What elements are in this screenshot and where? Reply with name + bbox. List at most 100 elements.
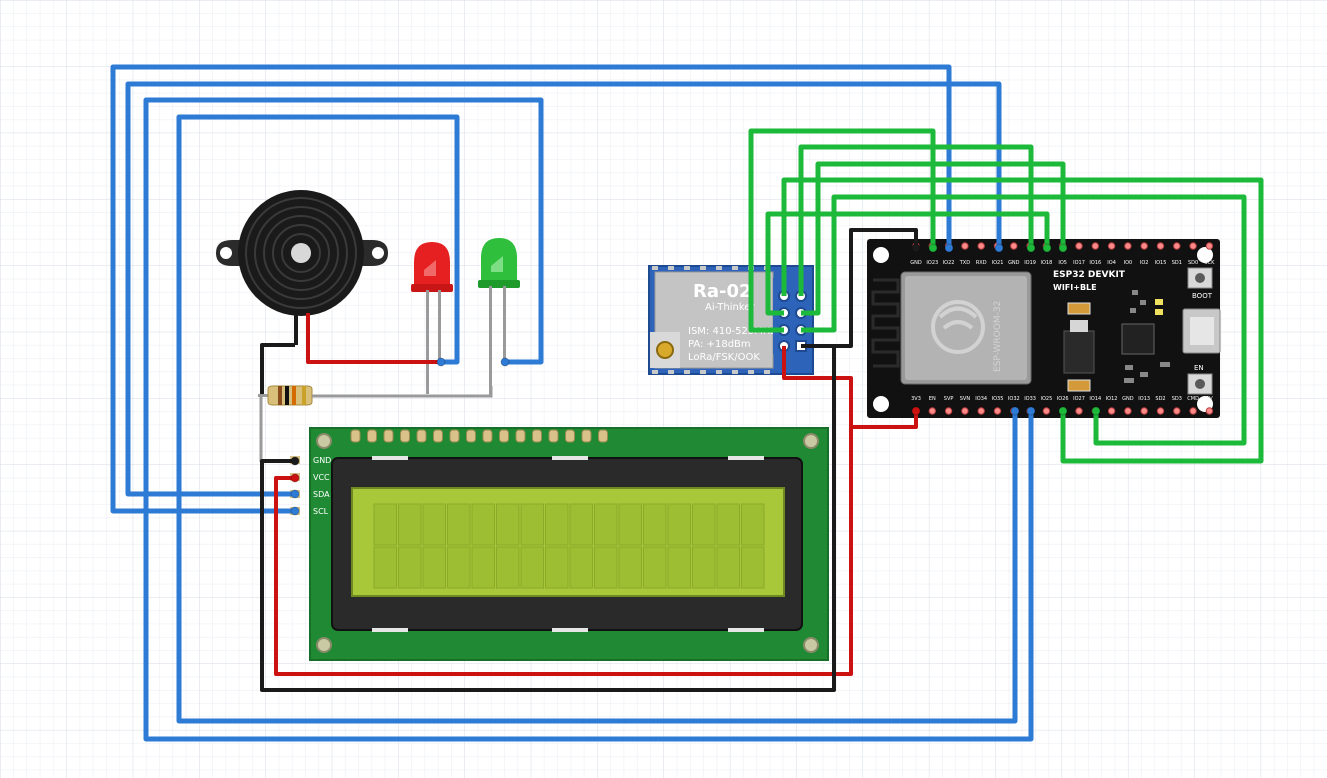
esp32-pin-io25 [1042, 407, 1051, 415]
esp32-pin-label: SD3 [1172, 396, 1182, 402]
esp32-pin-label: 5V [1206, 396, 1213, 402]
lora-edge-pad [652, 266, 658, 270]
wire-blue [143, 97, 1034, 742]
esp32-pin-rxd [977, 242, 985, 250]
lcd-character-cell [520, 546, 544, 589]
wire-joint [1010, 406, 1020, 416]
lcd-header-pad [515, 429, 526, 443]
wire-joint [911, 406, 921, 416]
lora-edge-pad [700, 370, 706, 374]
wire-joint [1091, 406, 1101, 416]
esp32-pin-sd2 [1156, 407, 1165, 415]
esp32-pin-io35 [993, 407, 1002, 415]
wires-gray [259, 386, 493, 462]
lora-spec-1: ISM: 410-525MHz [688, 326, 776, 337]
lora-spec-3: LoRa/FSK/OOK [688, 352, 760, 363]
lcd-character-cell [667, 546, 691, 589]
wire-red [851, 411, 918, 429]
lcd-header-pad [499, 429, 509, 443]
esp32-pin-label: IO22 [943, 260, 955, 266]
esp32-pin-sck [1205, 242, 1214, 250]
wires-black [260, 228, 918, 692]
lcd-character-cell [471, 503, 495, 546]
esp32-pin-label: IO13 [1138, 396, 1150, 402]
lcd-header-pads [350, 429, 608, 443]
wire-joint [1058, 406, 1068, 416]
esp32-mount-hole [873, 396, 889, 412]
lcd-pin-gnd: GND [313, 456, 331, 465]
wire-red [274, 346, 853, 676]
esp32-pin-label: GND [910, 260, 922, 266]
esp32-module-text: ESP-WROOM-32 [993, 301, 1003, 372]
lcd-character-cell [569, 546, 593, 589]
lora-edge-pad [684, 266, 690, 270]
lora-module[interactable]: Ra-02 Ai-Thinker ISM: 410-525MHz PA: +18… [648, 265, 814, 375]
boot-button-label: BOOT [1192, 292, 1213, 300]
lcd-character-cell [594, 546, 618, 589]
wire-black [260, 343, 295, 394]
esp32-pin-io12 [1107, 407, 1116, 415]
wire-green [781, 177, 1264, 464]
lcd-mount-hole [316, 433, 332, 449]
lcd-character-cell [520, 503, 544, 546]
wire-joint [994, 243, 1004, 253]
lcd-character-cell [692, 546, 716, 589]
lcd-character-cell [496, 546, 520, 589]
esp32-pin-sd1 [1173, 242, 1181, 250]
esp32-pin-label: IO15 [1155, 260, 1167, 266]
esp32-pin-gnd [1010, 242, 1018, 250]
esp32-pin-label: GND [1008, 260, 1020, 266]
wire-joint [1026, 406, 1036, 416]
wire-joint [1026, 243, 1036, 253]
wire-blue [125, 81, 1002, 497]
resistor[interactable] [258, 385, 313, 406]
wires-green [748, 128, 1264, 464]
esp32-pin-label: IO25 [1041, 396, 1053, 402]
lcd-character-cell [716, 546, 740, 589]
lcd-header-pad [548, 429, 559, 443]
lcd-header-pad [400, 429, 410, 443]
esp32-pin-io16 [1091, 242, 1100, 250]
wire-green [801, 161, 1066, 316]
esp32-regulator [1063, 330, 1095, 374]
wire-joint [290, 489, 300, 499]
wire-joint [500, 357, 510, 367]
lcd-character-cell [373, 546, 397, 589]
esp32-antenna-trace [871, 278, 900, 368]
lcd-character-cell [422, 546, 446, 589]
esp32-pin-sd3 [1173, 407, 1181, 415]
lcd-character-cell [618, 503, 642, 546]
lcd-character-cell [545, 546, 569, 589]
esp32-pin-label: SCK [1204, 260, 1215, 266]
buzzer[interactable] [216, 190, 388, 345]
esp32-pin-label: IO17 [1073, 260, 1085, 266]
wire-joint [928, 243, 938, 253]
esp32-pin-label: IO19 [1024, 260, 1036, 266]
lcd-character-cell [618, 546, 642, 589]
lcd-header-pad [466, 429, 476, 443]
green-led[interactable] [478, 238, 520, 396]
esp32-pin-label: SD1 [1172, 260, 1182, 266]
lcd-character-grid [373, 503, 765, 589]
wire-joint [290, 473, 300, 483]
lcd-module[interactable]: GND VCC SDA SCL [290, 427, 829, 661]
red-led[interactable] [411, 242, 453, 394]
esp32-pin-gnd [1124, 407, 1132, 415]
lcd-character-cell [667, 503, 691, 546]
esp32-pin-svn [961, 407, 969, 415]
esp32-pin-io4 [1107, 242, 1116, 250]
lora-edge-pad [652, 370, 658, 374]
lcd-pin-vcc: VCC [313, 473, 330, 482]
lcd-character-cell [471, 546, 495, 589]
lora-edge-pad [668, 370, 674, 374]
esp32-pin-io34 [977, 407, 985, 415]
lcd-header-pad [532, 429, 542, 443]
wire-green [765, 211, 1050, 316]
lcd-mount-hole [803, 433, 819, 449]
esp32-pin-io17 [1075, 242, 1083, 250]
wire-blue [110, 64, 952, 514]
esp32-pin-label: GND [1122, 396, 1134, 402]
en-button-label: EN [1194, 364, 1204, 372]
